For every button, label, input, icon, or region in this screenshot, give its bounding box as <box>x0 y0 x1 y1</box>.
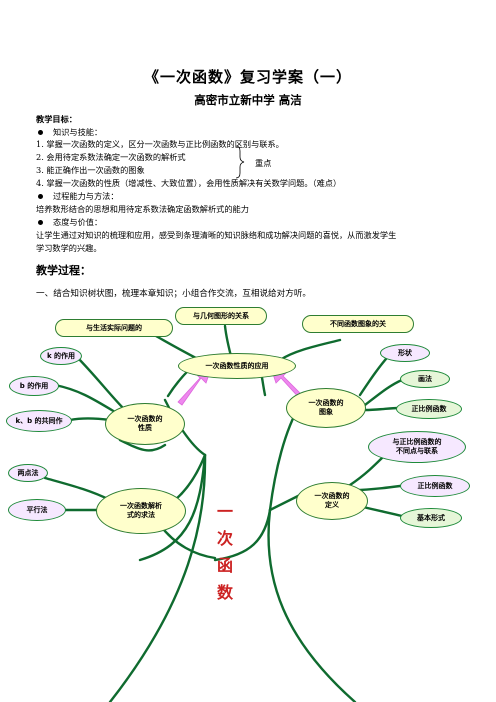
node-analytic-line2: 式的求法 <box>127 511 155 519</box>
node-graph-line1: 一次函数的 <box>308 399 344 407</box>
trunk-inner-right <box>213 508 272 562</box>
branch-properties <box>163 398 207 457</box>
trunk-right <box>267 508 357 702</box>
node-real-life: 与生活实际问题的 <box>55 319 173 337</box>
node-b-effect: b 的作用 <box>9 376 59 396</box>
node-analytic-line1: 一次函数解析 <box>120 502 162 510</box>
attitude-text: 学习数学的兴趣。 <box>36 243 102 253</box>
knowledge-heading-row: 知识与技能： <box>36 126 102 138</box>
node-properties: 一次函数的 性质 <box>105 403 185 445</box>
branch-b <box>53 383 122 417</box>
branch-prop-graph <box>363 406 400 412</box>
process-heading: 教学过程： <box>36 264 91 277</box>
node-analytic: 一次函数解析 式的求法 <box>96 488 186 534</box>
node-drawing: 画法 <box>400 370 450 388</box>
process-method-text: 培养数形结合的思想和用待定系数法确定函数解析式的能力 <box>36 204 249 214</box>
node-kb-effect: k、b 的共同作 <box>6 410 72 432</box>
process-method-row: 过程能力与方法： <box>36 190 119 202</box>
node-relation: 与正比例函数的 不同点与联系 <box>368 431 466 463</box>
trunk-char: 函 <box>216 556 233 575</box>
bullet-icon <box>38 130 43 135</box>
trunk-left <box>108 453 207 702</box>
node-graph-line2: 图象 <box>319 408 333 416</box>
node-k-effect: k 的作用 <box>40 347 82 365</box>
knowledge-heading: 知识与技能： <box>53 127 103 137</box>
trunk-char: 数 <box>216 583 233 602</box>
node-application: 一次函数性质的应用 <box>178 353 296 379</box>
node-proportional-graph: 正比例函数 <box>396 399 462 419</box>
branch-k <box>73 353 127 412</box>
node-relation-line2: 不同点与联系 <box>396 447 438 455</box>
key-point-label: 重点 <box>255 158 272 168</box>
attitude-text: 让学生通过对知识的梳理和应用，感受到条理清晰的知识脉络和成功解决问题的喜悦，从而… <box>36 230 397 240</box>
goal-item: 2. 会用待定系数法确定一次函数的解析式 <box>36 152 186 162</box>
node-graph: 一次函数的 图象 <box>286 388 366 428</box>
node-relation-line1: 与正比例函数的 <box>392 438 442 446</box>
bullet-icon <box>38 194 43 199</box>
goal-item: 3. 能正确作出一次函数的图象 <box>36 165 145 175</box>
attitude-row: 态度与价值： <box>36 216 102 228</box>
node-properties-line1: 一次函数的 <box>127 415 163 423</box>
trunk-char: 一 <box>216 502 233 521</box>
goal-item: 1. 掌握一次函数的定义，区分一次函数与正比例函数的区别与联系。 <box>36 139 284 149</box>
attitude-heading: 态度与价值： <box>53 217 103 227</box>
node-definition: 一次函数的 定义 <box>296 482 368 520</box>
bullet-icon <box>38 220 43 225</box>
process-method-heading: 过程能力与方法： <box>53 191 119 201</box>
trunk-inner-left <box>138 453 207 562</box>
node-basic-form: 基本形式 <box>400 508 462 528</box>
node-properties-line2: 性质 <box>138 424 152 432</box>
goals-heading: 教学目标： <box>36 114 77 124</box>
goal-item: 4. 掌握一次函数的性质（增减性、大致位置），会用性质解决有关数学问题。（难点） <box>36 178 342 188</box>
node-definition-line2: 定义 <box>325 501 339 509</box>
brace-shape <box>235 145 245 179</box>
branch-two-point <box>43 476 112 502</box>
node-definition-line1: 一次函数的 <box>314 492 350 500</box>
branch-kb <box>68 417 112 422</box>
node-diff-graphs: 不同函数图象的关 <box>302 315 414 333</box>
branch-relation <box>348 453 387 487</box>
branch-diff <box>278 338 342 362</box>
branch-draw <box>363 378 404 407</box>
node-two-point: 两点法 <box>8 464 48 482</box>
trunk-char: 次 <box>216 529 233 548</box>
page-title: 《一次函数》复习学案（一） <box>143 68 352 86</box>
node-geometry: 与几何图形的关系 <box>175 307 267 325</box>
node-shape: 形状 <box>380 344 430 362</box>
node-translation: 平行法 <box>8 499 66 521</box>
author-line: 高密市立新中学 高洁 <box>194 93 302 107</box>
node-proportional-def: 正比例函数 <box>400 475 470 497</box>
process-step: 一、结合知识树状图，梳理本章知识；小组合作交流，互相说给对方听。 <box>36 289 312 299</box>
